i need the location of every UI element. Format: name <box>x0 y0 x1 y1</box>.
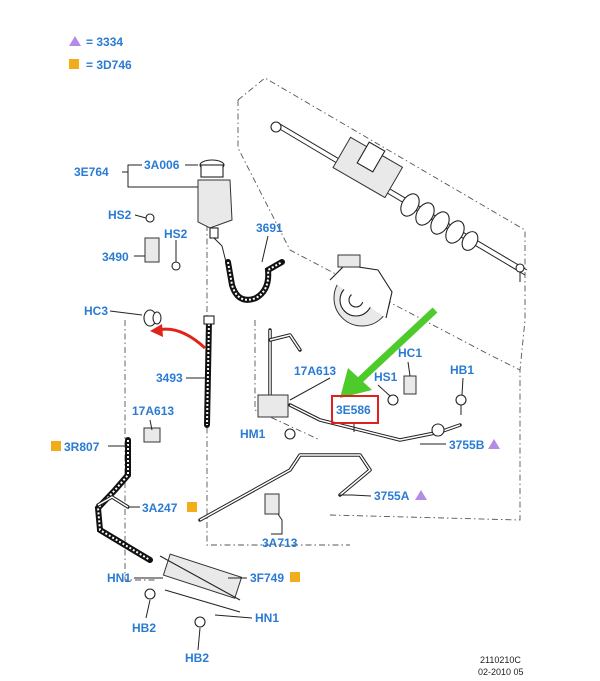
callout-17A613-upper: 17A613 <box>294 364 336 378</box>
steering-boot-icon <box>400 193 479 251</box>
return-line-3755A <box>198 453 372 522</box>
callout-hs2-upper: HS2 <box>108 208 132 222</box>
triangle-3755A-icon <box>415 490 427 500</box>
fitting-3755B-icon <box>431 423 445 437</box>
callout-3E764: 3E764 <box>74 165 109 179</box>
square-3F749-icon <box>290 572 300 582</box>
callout-3F749: 3F749 <box>250 571 284 585</box>
reservoir-body-icon <box>197 179 233 229</box>
bolt-hs2-lower-icon <box>171 261 181 271</box>
reservoir <box>197 159 233 263</box>
power-steering-pump <box>329 254 393 327</box>
callout-3755A: 3755A <box>374 489 410 503</box>
callout-3A713: 3A713 <box>262 536 298 550</box>
highlight-box-3E586 <box>331 395 379 424</box>
legend-triangle-icon <box>69 36 81 46</box>
triangle-3755B-icon <box>488 439 500 449</box>
callouts: 3E764 3A006 HS2 HS2 3490 3691 HC3 3493 1… <box>51 158 500 665</box>
callout-hn1-left: HN1 <box>107 571 131 585</box>
callout-17A613-lower: 17A613 <box>132 404 174 418</box>
callout-3A006: 3A006 <box>144 158 180 172</box>
line-3E586 <box>288 403 462 442</box>
footer-code: 2110210C <box>480 655 521 665</box>
green-arrow-shaft-icon <box>357 307 438 383</box>
pressure-hose-17A613 <box>257 328 302 418</box>
callout-hb2-left: HB2 <box>132 621 156 635</box>
clamp-hc1-icon <box>403 375 417 395</box>
hose-3691 <box>225 259 285 303</box>
callout-3A247: 3A247 <box>142 501 178 515</box>
hose-3493 <box>203 315 215 428</box>
steering-rack-boundary <box>237 100 521 521</box>
red-arrowhead-icon <box>150 324 163 337</box>
callout-hs2-lower: HS2 <box>164 227 188 241</box>
callout-3490: 3490 <box>102 250 129 264</box>
green-arrowhead-icon <box>340 368 372 398</box>
square-3A247-icon <box>187 502 197 512</box>
clip-3A713-icon <box>264 493 280 515</box>
left-tie-rod-end-icon <box>270 121 282 133</box>
reservoir-boundary <box>124 320 155 581</box>
callout-hc1: HC1 <box>398 346 422 360</box>
callout-hm1: HM1 <box>240 427 266 441</box>
valve-body-icon <box>356 141 386 173</box>
footer-date: 02-2010 05 <box>478 667 524 677</box>
pump-outlet-icon <box>337 254 361 268</box>
nut-hm1-icon <box>284 428 296 440</box>
red-arrow-icon <box>157 327 207 350</box>
clamp-hc3 <box>143 309 162 327</box>
callout-3R807: 3R807 <box>64 440 100 454</box>
bolt-hb2-left-icon <box>144 588 156 600</box>
legend-triangle-text: = 3334 <box>86 35 123 49</box>
cooler-3F749-icon <box>162 553 243 599</box>
steering-rack <box>270 121 528 282</box>
bolt-hb1-icon <box>455 394 467 406</box>
bolt-hb2-right-icon <box>194 616 206 628</box>
assembly-boundaries <box>124 77 526 581</box>
right-tie-rod-end-icon <box>515 263 525 273</box>
legend-square-icon <box>69 59 79 69</box>
left-hose-boundary <box>206 225 350 546</box>
callout-3493: 3493 <box>156 371 183 385</box>
callout-hc3: HC3 <box>84 304 108 318</box>
bolt-hs1-icon <box>387 394 399 406</box>
callout-3691: 3691 <box>256 221 283 235</box>
callout-3755B: 3755B <box>449 438 485 452</box>
bracket-icon <box>144 237 160 263</box>
pressure-switch-bracket-icon <box>257 394 289 418</box>
clip-17A613-lower-icon <box>143 427 161 443</box>
leader-lines <box>108 164 464 651</box>
bolt-hs2-upper-icon <box>145 213 155 223</box>
callout-hn1-right: HN1 <box>255 611 279 625</box>
legend: = 3334 = 3D746 <box>69 35 132 72</box>
callout-3E586: 3E586 <box>336 403 371 417</box>
bracket-3490 <box>144 213 181 271</box>
callout-hb1: HB1 <box>450 363 474 377</box>
callout-hs1: HS1 <box>374 370 398 384</box>
pump-boundary <box>254 320 321 441</box>
square-3R807-icon <box>51 441 61 451</box>
cooler-assembly <box>94 437 243 628</box>
callout-hb2-right: HB2 <box>185 651 209 665</box>
steering-rack-boundary-top <box>237 77 526 371</box>
legend-square-text: = 3D746 <box>86 58 132 72</box>
